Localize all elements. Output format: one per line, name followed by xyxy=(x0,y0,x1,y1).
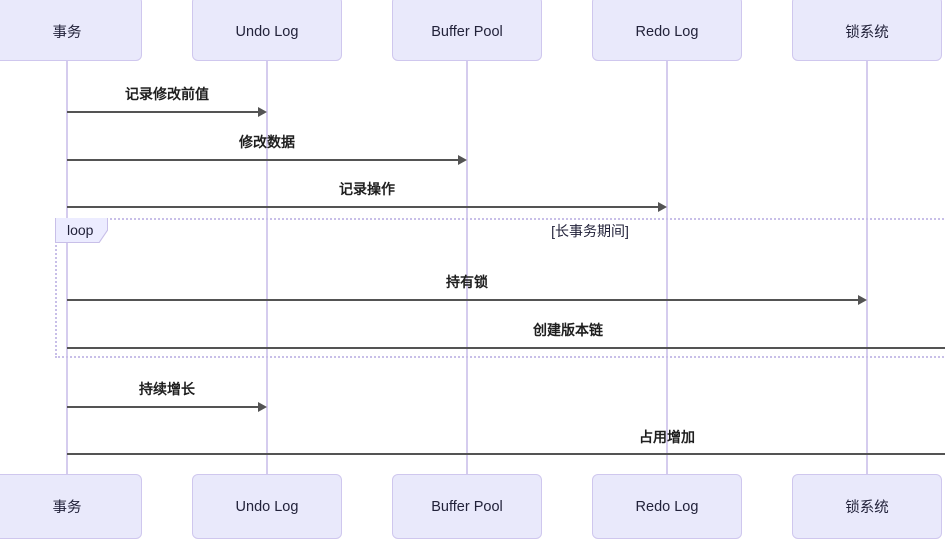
lifeline-transaction xyxy=(66,61,68,474)
message-label-record-operation: 记录操作 xyxy=(339,181,395,197)
message-line xyxy=(67,159,460,161)
actor-bottom-buffer-pool: Buffer Pool xyxy=(392,474,542,539)
actor-top-undo-log: Undo Log xyxy=(192,0,342,61)
lifeline-redo-log xyxy=(666,61,668,474)
actor-top-transaction: 事务 xyxy=(0,0,142,61)
message-label-create-version-chain: 创建版本链 xyxy=(533,322,603,338)
message-line xyxy=(67,206,660,208)
actor-top-redo-log: Redo Log xyxy=(592,0,742,61)
message-line xyxy=(67,453,945,455)
loop-label-text: loop xyxy=(56,218,107,242)
actor-bottom-redo-log: Redo Log xyxy=(592,474,742,539)
actor-bottom-transaction: 事务 xyxy=(0,474,142,539)
lifeline-undo-log xyxy=(266,61,268,474)
message-line xyxy=(67,299,860,301)
message-label-modify-data: 修改数据 xyxy=(239,134,295,150)
message-label-record-old-value: 记录修改前值 xyxy=(125,86,209,102)
actor-bottom-lock-system: 锁系统 xyxy=(792,474,942,539)
message-label-hold-lock: 持有锁 xyxy=(446,274,488,290)
actor-bottom-undo-log: Undo Log xyxy=(192,474,342,539)
message-line xyxy=(67,406,260,408)
loop-label-tag: loop xyxy=(55,218,108,243)
loop-condition-label: [长事务期间] xyxy=(551,223,629,239)
lifeline-lock-system xyxy=(866,61,868,474)
message-label-keep-growing: 持续增长 xyxy=(139,381,195,397)
arrowhead-icon xyxy=(458,155,467,165)
actor-top-buffer-pool: Buffer Pool xyxy=(392,0,542,61)
actor-top-lock-system: 锁系统 xyxy=(792,0,942,61)
arrowhead-icon xyxy=(658,202,667,212)
message-line xyxy=(67,111,260,113)
lifeline-buffer-pool xyxy=(466,61,468,474)
loop-fragment-frame xyxy=(55,218,945,358)
arrowhead-icon xyxy=(858,295,867,305)
arrowhead-icon xyxy=(258,107,267,117)
message-line xyxy=(67,347,945,349)
message-label-usage-increase: 占用增加 xyxy=(639,429,695,445)
arrowhead-icon xyxy=(258,402,267,412)
